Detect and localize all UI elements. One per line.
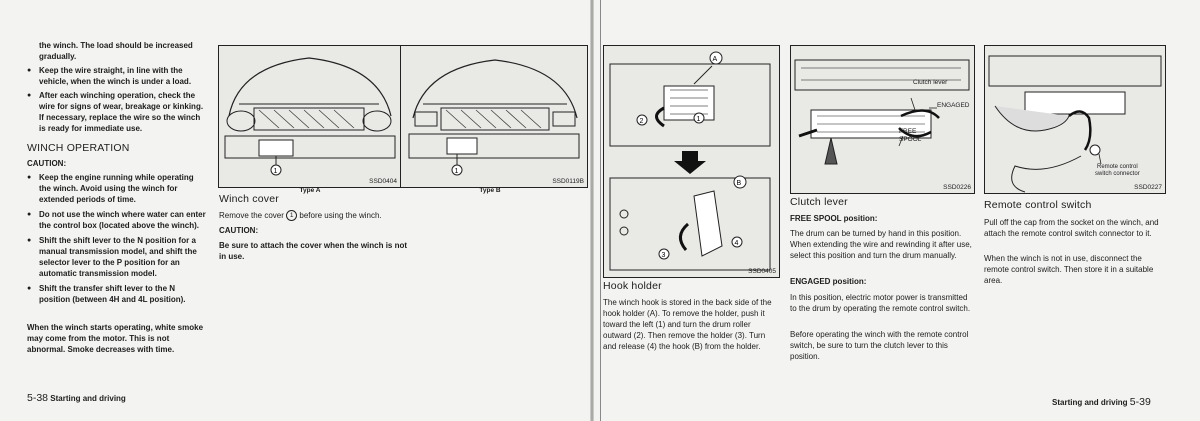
page-gutter-line	[600, 0, 601, 421]
callout-marker: 1	[286, 210, 298, 222]
right-page-footer: Starting and driving 5-39	[1052, 396, 1151, 408]
free-spool-text: The drum can be turned by hand in this p…	[790, 229, 972, 260]
left-column: the winch. The load should be increased …	[27, 40, 207, 137]
remote-switch-text: Pull off the cap from the socket on the …	[984, 218, 1159, 238]
remote-switch-text-2: When the winch is not in use, disconnect…	[984, 254, 1154, 285]
figure-code: SSD0404	[369, 178, 397, 185]
engaged-title: ENGAGED position:	[790, 277, 867, 286]
section-title: Starting and driving	[1052, 398, 1128, 407]
bullet-item: Do not use the winch where water can ent…	[27, 209, 207, 231]
free-spool-title: FREE SPOOL position:	[790, 214, 878, 223]
winch-cover-text: Remove the cover 1 before using the winc…	[219, 210, 382, 222]
truck-front-illustration: 1	[224, 57, 396, 176]
winch-operation-heading: WINCH OPERATION	[27, 142, 130, 154]
hook-holder-text: The winch hook is stored in the back sid…	[603, 298, 772, 351]
remote-switch-label: Remote control	[1097, 164, 1138, 170]
svg-text:1: 1	[455, 168, 459, 175]
free-label: FREE	[899, 128, 917, 135]
clutch-lever-heading: Clutch lever	[790, 196, 848, 208]
svg-text:3: 3	[662, 252, 666, 259]
engaged-label: ENGAGED	[937, 102, 970, 109]
figure-caption: Type B	[479, 187, 501, 194]
figure-type-a: 1 SSD0404	[218, 45, 401, 188]
svg-text:4: 4	[735, 240, 739, 247]
winch-cover-heading: Winch cover	[219, 193, 279, 205]
caution-bullet-list: Keep the engine running while operating …	[27, 172, 207, 309]
svg-text:1: 1	[274, 168, 278, 175]
remote-switch-heading: Remote control switch	[984, 199, 1092, 211]
figure-remote-switch: Remote control switch connector SSD0227	[984, 45, 1166, 194]
figure-code: SSD0405	[748, 268, 776, 275]
left-page-footer: 5-38 Starting and driving	[27, 392, 126, 404]
bullet-item: Keep the wire straight, in line with the…	[27, 65, 207, 87]
page-number: 5-38	[27, 392, 49, 404]
remote-switch-label-2: switch connector	[1095, 171, 1140, 177]
caution-text: Be sure to attach the cover when the win…	[219, 241, 408, 261]
hook-holder-illustration: A 2 1 B 3 4	[609, 51, 771, 271]
svg-text:B: B	[737, 180, 742, 187]
clutch-lever-illustration	[794, 59, 970, 165]
engaged-text-2: Before operating the winch with the remo…	[790, 330, 969, 361]
figure-clutch-lever: Clutch lever ENGAGED FREE SPOOL SSD0226	[790, 45, 975, 194]
closing-paragraph: When the winch starts operating, white s…	[27, 323, 204, 354]
section-title: Starting and driving	[50, 394, 126, 403]
truck-front-illustration: 1	[408, 59, 580, 176]
caution-label: CAUTION:	[27, 159, 67, 168]
svg-text:1: 1	[697, 116, 701, 123]
svg-text:A: A	[713, 56, 718, 63]
svg-text:2: 2	[640, 118, 644, 125]
page-number: 5-39	[1129, 396, 1151, 408]
intro-paragraph: the winch. The load should be increased …	[39, 41, 193, 61]
bullet-item: Keep the engine running while operating …	[27, 172, 207, 205]
bullet-item: Shift the transfer shift lever to the N …	[27, 283, 207, 305]
figure-code: SSD0227	[1134, 184, 1162, 191]
caution-label: CAUTION:	[219, 226, 259, 235]
figure-hook-holder: A 2 1 B 3 4 SSD0405	[603, 45, 780, 278]
hook-holder-heading: Hook holder	[603, 280, 662, 292]
page-gutter	[590, 0, 594, 421]
clutch-lever-label: Clutch lever	[913, 79, 948, 86]
figure-caption: Type A	[299, 187, 321, 194]
remote-switch-illustration	[988, 55, 1162, 193]
engaged-text: In this position, electric motor power i…	[790, 293, 971, 313]
bullet-item: Shift the shift lever to the N position …	[27, 235, 207, 279]
figure-type-b: 1 SSD0119B	[400, 45, 588, 188]
figure-code: SSD0119B	[552, 178, 584, 185]
figure-code: SSD0226	[943, 184, 971, 191]
spool-label: SPOOL	[899, 136, 922, 143]
bullet-item: After each winching operation, check the…	[27, 90, 207, 134]
